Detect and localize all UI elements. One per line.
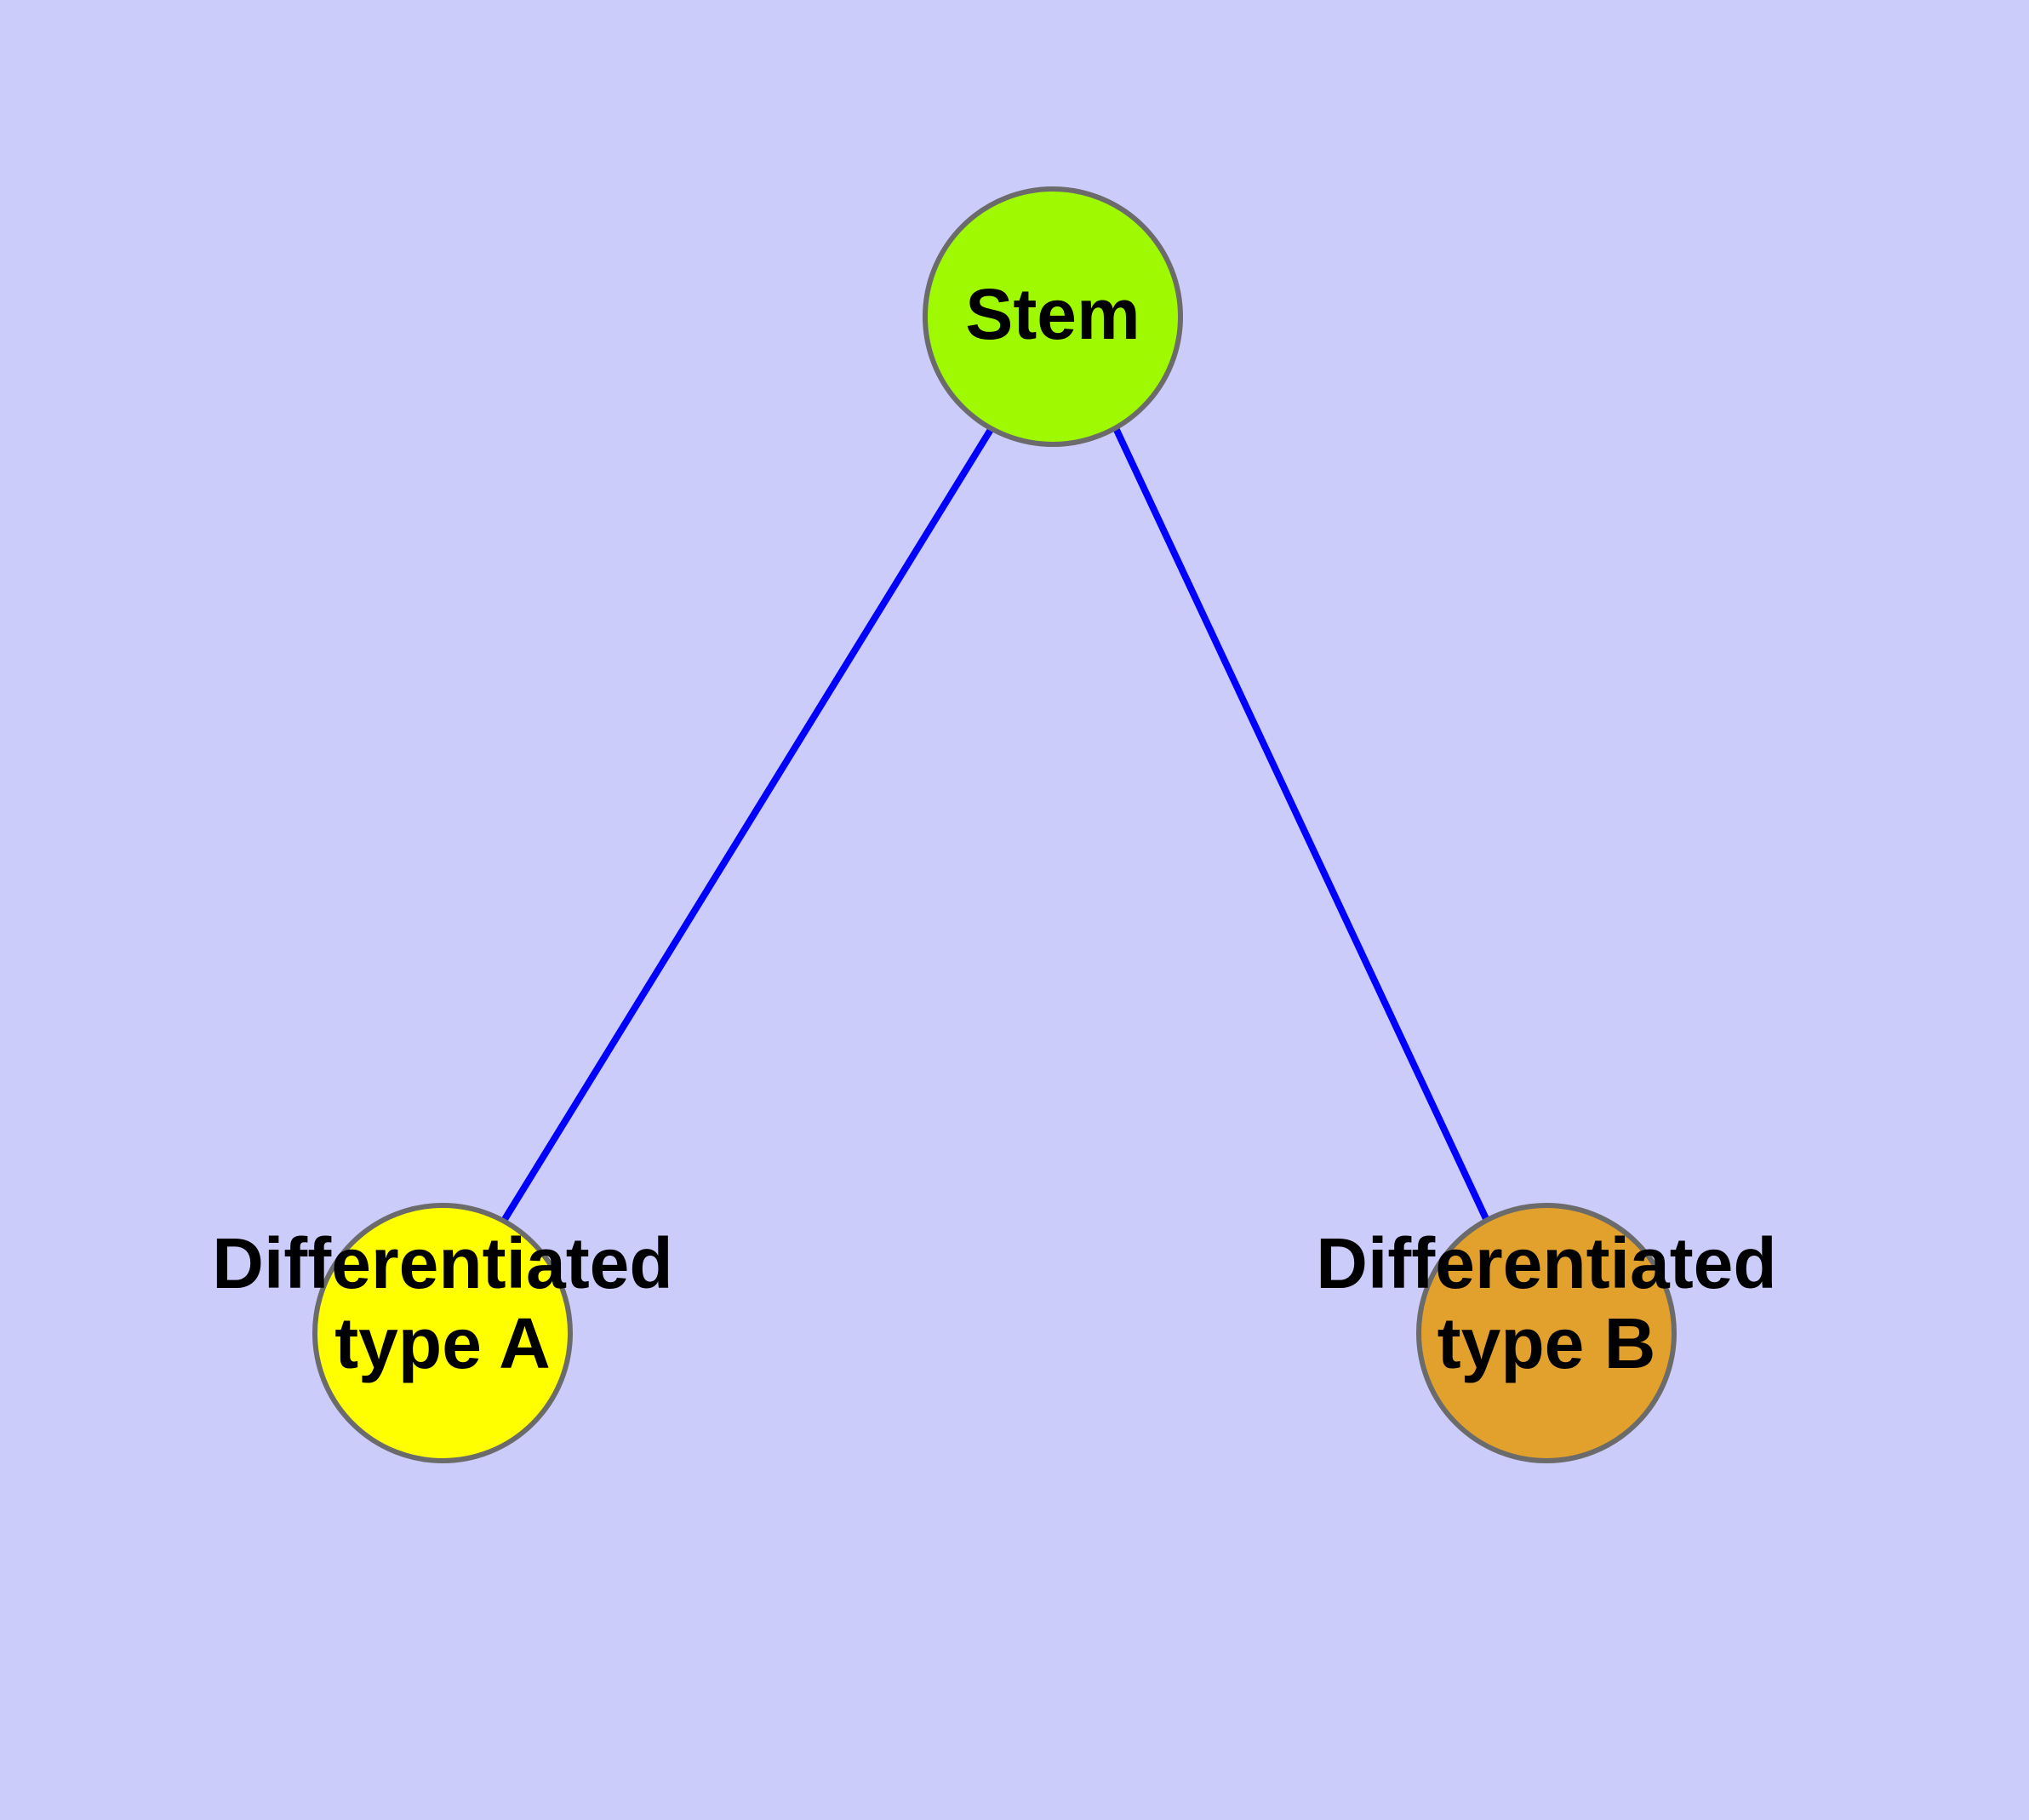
node-differentiated-type-b[interactable]: [1416, 1203, 1677, 1463]
node-differentiated-type-a[interactable]: [312, 1203, 573, 1463]
node-stem[interactable]: [923, 186, 1183, 447]
edge-stem-to-differentiated-type-a[interactable]: [500, 426, 995, 1223]
edge-layer: [500, 426, 1491, 1224]
node-layer: [312, 186, 1677, 1463]
edge-stem-to-differentiated-type-b[interactable]: [1112, 426, 1491, 1224]
